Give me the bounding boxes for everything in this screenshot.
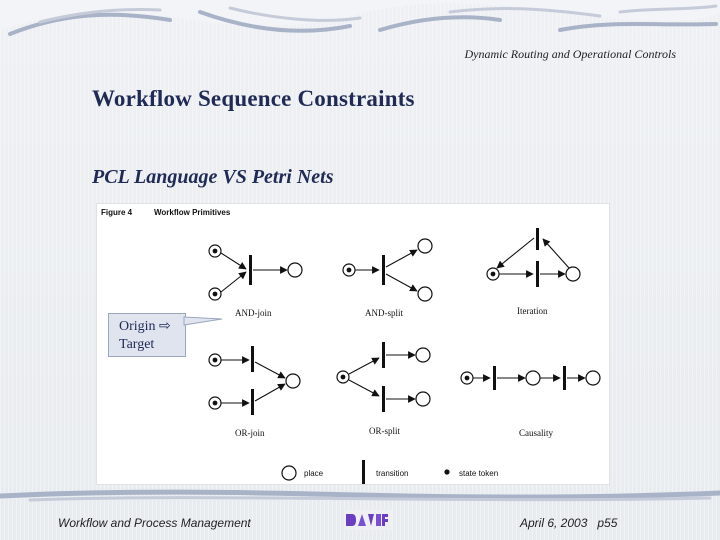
causality-net	[460, 366, 601, 390]
footer-date-page: April 6, 2003 p55	[520, 516, 618, 530]
header-subtitle: Dynamic Routing and Operational Controls	[464, 47, 676, 61]
transition-bar-icon	[382, 386, 385, 412]
transition-bar-icon	[563, 366, 566, 390]
place-icon	[417, 286, 433, 302]
place-icon	[417, 238, 433, 254]
or-join-net	[208, 346, 301, 415]
and-join-label: AND-join	[235, 308, 272, 318]
transition-bar-icon	[536, 228, 539, 250]
transition-bar-icon	[382, 342, 385, 368]
footer-course: Workflow and Process Management	[58, 516, 251, 530]
transition-bar-icon	[536, 261, 539, 287]
slide-subtitle: PCL Language VS Petri Nets	[92, 166, 334, 188]
figure-caption-title: Workflow Primitives	[154, 208, 231, 217]
state-token-legend-icon	[444, 469, 450, 475]
place-icon	[285, 373, 301, 389]
place-icon	[565, 266, 581, 282]
callout-pointer-icon	[183, 316, 223, 326]
legend-state-token-label: state token	[459, 469, 498, 478]
slide-title: Workflow Sequence Constraints	[92, 86, 415, 111]
legend-place-label: place	[304, 469, 324, 478]
and-join-net	[208, 244, 303, 301]
place-icon	[415, 391, 431, 407]
place-icon	[287, 262, 303, 278]
place-icon	[525, 370, 541, 386]
top-decorative-band	[0, 0, 720, 36]
bottom-decorative-band	[0, 489, 720, 502]
transition-bar-icon	[251, 346, 254, 372]
transition-bar-icon	[382, 255, 385, 285]
place-icon	[415, 347, 431, 363]
place-legend-icon	[281, 465, 297, 481]
legend-transition-label: transition	[376, 469, 408, 478]
callout-box	[108, 313, 186, 357]
or-split-label: OR-split	[369, 426, 401, 436]
or-join-label: OR-join	[235, 428, 265, 438]
callout-target-text: Target	[119, 337, 155, 352]
author-logo	[344, 510, 392, 530]
or-split-net	[336, 342, 431, 412]
callout-origin-text: Origin ⇨	[119, 319, 171, 334]
iteration-net	[486, 228, 581, 287]
transition-bar-icon	[249, 255, 252, 285]
origin-target-callout: Origin ⇨ Target	[108, 313, 223, 357]
and-split-net	[342, 238, 433, 302]
figure-caption-label: Figure 4	[101, 208, 133, 217]
iteration-label: Iteration	[517, 306, 548, 316]
transition-bar-icon	[493, 366, 496, 390]
figure-legend: place transition state token	[281, 460, 498, 484]
transition-bar-icon	[251, 389, 254, 415]
causality-label: Causality	[519, 428, 553, 438]
and-split-label: AND-split	[365, 308, 403, 318]
place-icon	[585, 370, 601, 386]
transition-legend-icon	[362, 460, 365, 484]
